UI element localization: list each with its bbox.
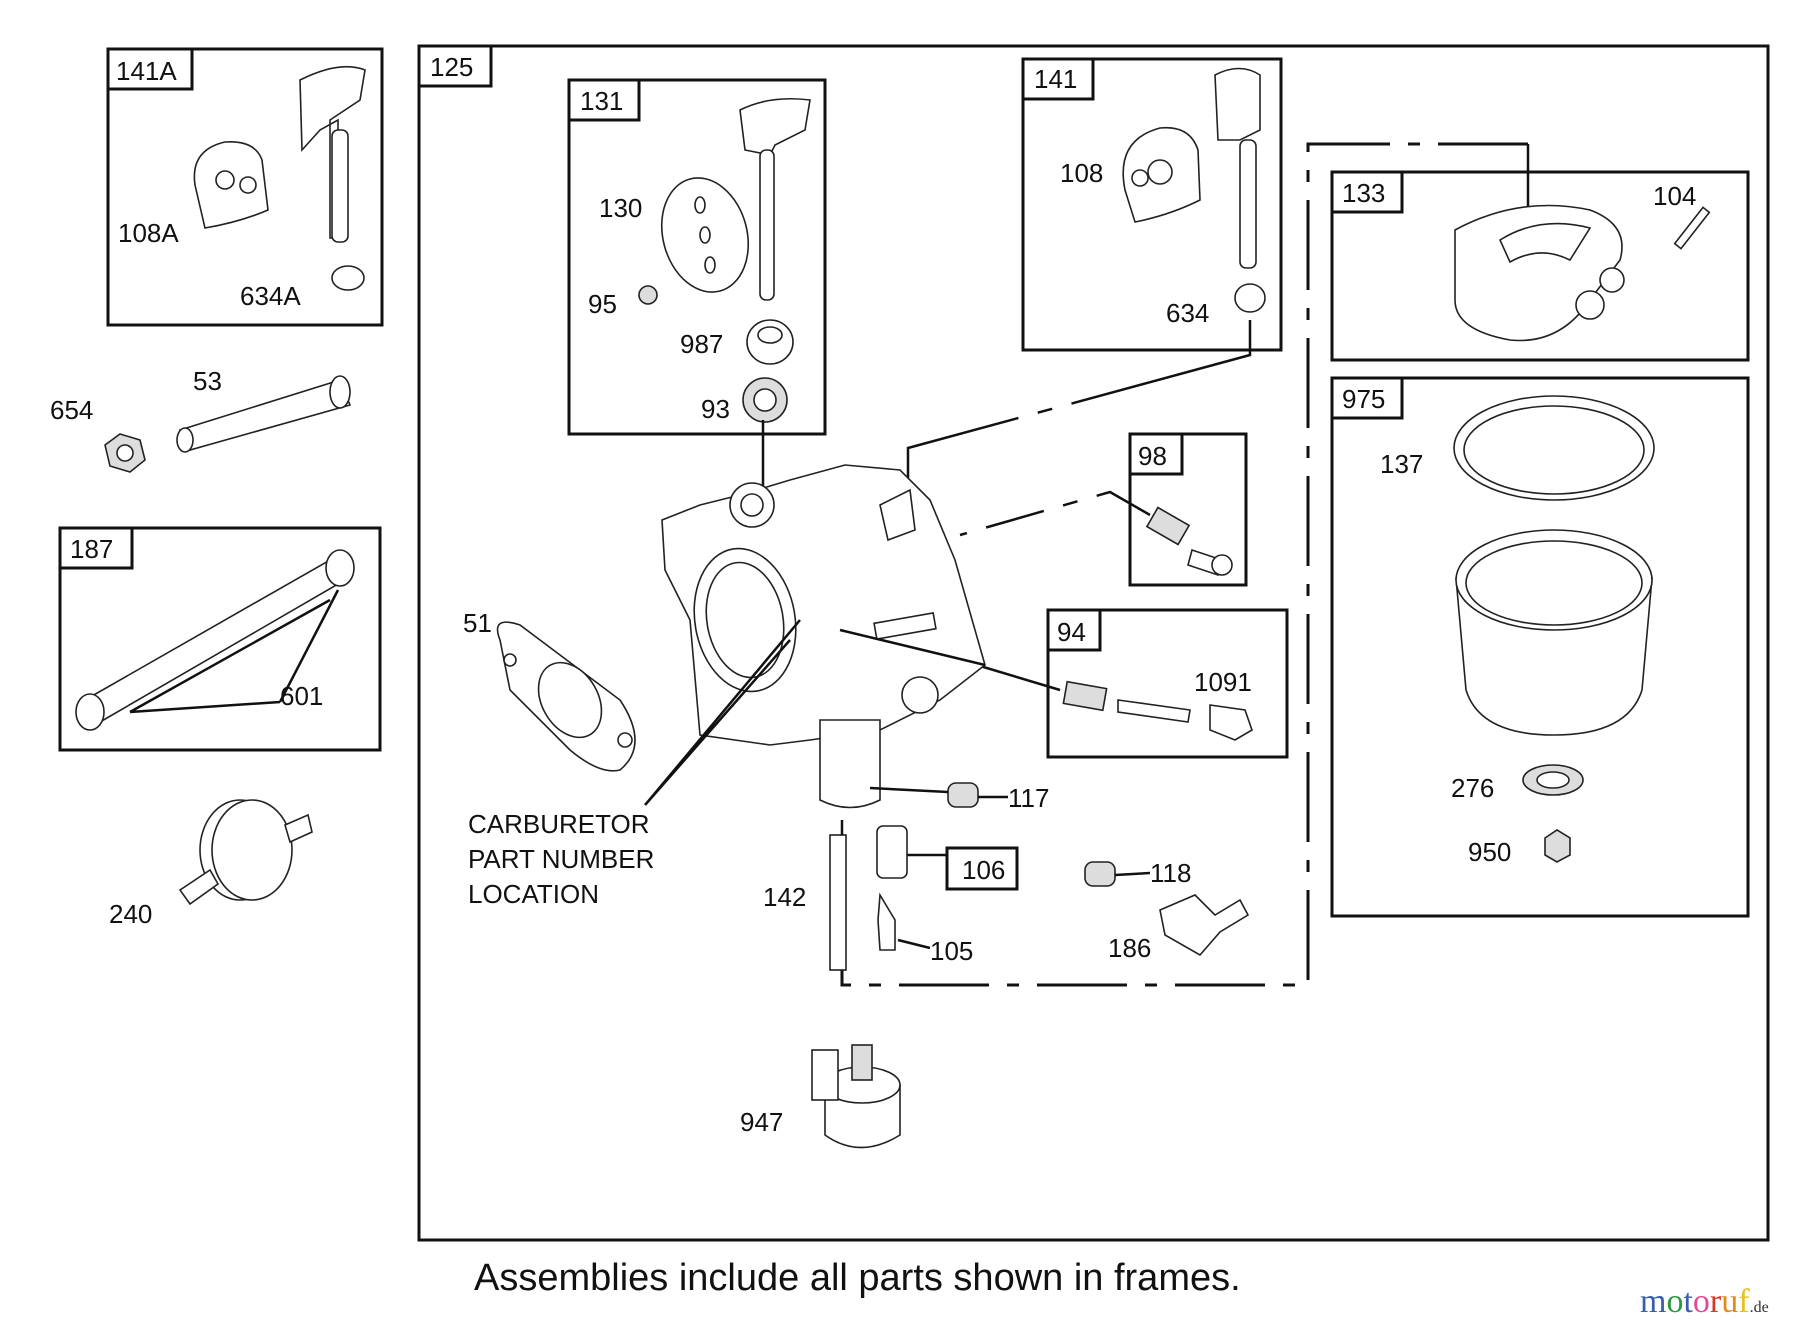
frame-label: 94 [1057,617,1086,647]
part-label: 118 [1150,858,1191,888]
part-label: 142 [763,882,806,912]
frame-125: 125 [417,44,1770,1242]
frame-131: 131 130 95 987 93 [567,78,827,436]
part-186: 186 [1108,894,1250,963]
part-label: 601 [280,681,323,711]
frame-98: 98 [1128,432,1248,587]
frame-label: 131 [580,86,623,116]
part-105: 105 [877,892,973,966]
part-label: 634A [240,281,301,311]
fitting-53: 53 [176,366,352,453]
frame-187: 187 601 [58,526,382,752]
part-label: 947 [740,1107,783,1137]
dashed-subassembly-frame [840,142,1528,987]
frame-141A: 141A 108A 634A [106,47,384,327]
frame-label: 141 [1034,64,1077,94]
frame-94: 94 1091 [1046,608,1289,759]
frame-label: 133 [1342,178,1385,208]
part-label: 950 [1468,837,1511,867]
carburetor-note: CARBURETOR PART NUMBER LOCATION [468,809,654,909]
part-label: 53 [193,366,222,396]
part-label: 186 [1108,933,1151,963]
carburetor-body [661,464,986,809]
part-label: 137 [1380,449,1423,479]
frame-975: 975 137 276 950 [1330,376,1750,918]
part-label: 987 [680,329,723,359]
frame-label: 141A [116,56,177,86]
part-117: 117 [869,782,1049,813]
part-label: 276 [1451,773,1494,803]
part-label: 240 [109,899,152,929]
note-line: PART NUMBER [468,844,654,874]
caption: Assemblies include all parts shown in fr… [474,1257,1241,1299]
frame-label: 125 [430,52,473,82]
part-label: 105 [930,936,973,966]
solenoid-947: 947 [740,1044,901,1149]
frame-label: 187 [70,534,113,564]
part-label: 130 [599,193,642,223]
watermark-logo: motoruf.de [1640,1283,1769,1320]
fuel-filter-240: 240 [109,799,313,929]
part-142: 142 [763,820,847,971]
frame-label: 98 [1138,441,1167,471]
part-label: 117 [1008,783,1049,813]
part-label: 51 [463,608,492,638]
part-label: 95 [588,289,617,319]
svg-text:motoruf.de: motoruf.de [1640,1283,1769,1320]
frame-141: 141 108 634 [1021,57,1283,352]
part-label: 634 [1166,298,1209,328]
note-line: CARBURETOR [468,809,650,839]
frame-label: 106 [962,855,1005,885]
part-label: 108 [1060,158,1103,188]
part-label: 108A [118,218,179,248]
gasket-51: 51 [463,608,636,772]
nut-654: 654 [50,395,146,473]
frame-133: 133 104 [1330,170,1750,362]
frame-label: 975 [1342,384,1385,414]
note-line: LOCATION [468,879,599,909]
part-label: 93 [701,394,730,424]
part-label: 654 [50,395,93,425]
part-label: 104 [1653,181,1696,211]
part-106: 106 [876,825,1019,891]
part-118: 118 [1084,858,1191,888]
part-label: 1091 [1194,667,1252,697]
